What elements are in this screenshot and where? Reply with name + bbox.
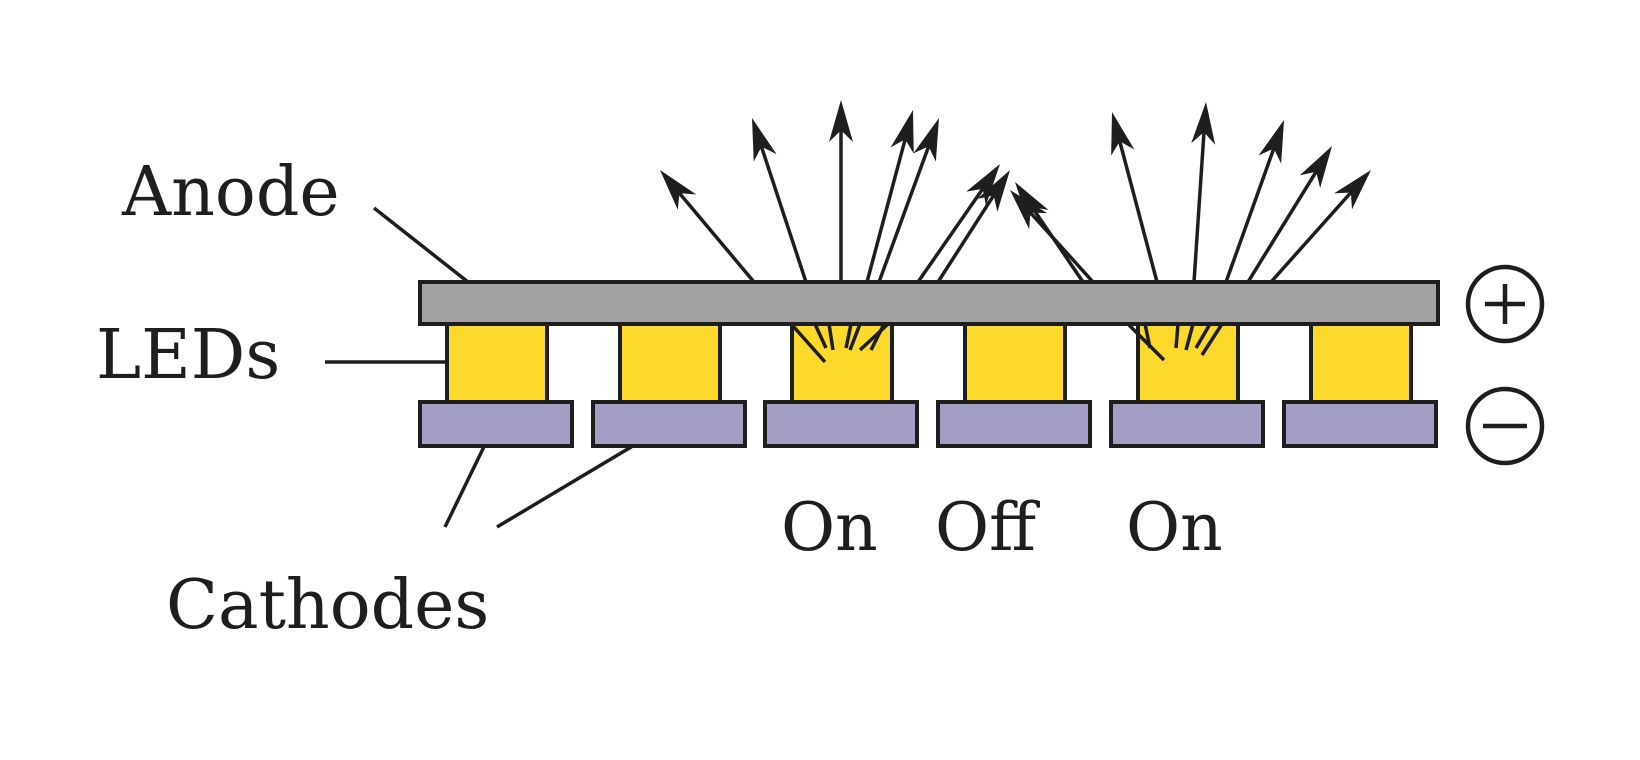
anode-layer <box>418 280 1440 326</box>
led-row <box>445 322 1413 404</box>
cathode-strip <box>1109 400 1265 448</box>
emission-stroke <box>791 324 827 364</box>
light-ray-arrow <box>865 110 914 283</box>
emission-stroke <box>844 323 853 349</box>
emission-stroke <box>1200 323 1224 356</box>
minus-terminal-icon <box>1465 386 1545 466</box>
leds-label: LEDs <box>96 316 280 395</box>
emission-stroke <box>1194 323 1212 349</box>
light-ray-arrow <box>1111 112 1159 283</box>
led-cell <box>1309 322 1413 404</box>
led-cell <box>963 322 1067 404</box>
anode-label: Anode <box>121 153 340 232</box>
light-ray-arrow <box>936 170 1010 283</box>
led-cell <box>445 322 549 404</box>
cathode-strip <box>591 400 747 448</box>
light-ray-arrow <box>660 170 756 284</box>
emission-stroke <box>1184 323 1195 351</box>
emission-stroke <box>869 323 886 351</box>
emission-stroke <box>1126 322 1166 362</box>
led-state-off: Off <box>935 489 1040 566</box>
emission-stroke <box>813 323 828 349</box>
led-internal-emission <box>791 322 1224 364</box>
light-ray-arrow <box>1246 146 1332 283</box>
light-ray-arrow <box>752 118 808 283</box>
light-ray-arrow <box>1191 102 1216 283</box>
led-cell <box>618 322 722 404</box>
cathode-strip <box>418 400 574 448</box>
light-ray-arrow <box>916 164 1000 283</box>
anode-leader-line <box>372 206 470 284</box>
led-state-on-1: On <box>781 489 878 566</box>
led-state-on-2: On <box>1126 489 1223 566</box>
emission-stroke <box>827 323 835 351</box>
cathodes-label: Cathodes <box>166 566 489 645</box>
light-ray-arrow <box>1224 120 1284 283</box>
emission-stroke <box>848 323 862 351</box>
cathode-strip <box>936 400 1092 448</box>
light-ray-arrow <box>1269 170 1371 284</box>
cathode-strip <box>1282 400 1438 448</box>
emission-stroke <box>1174 323 1180 349</box>
led-cell <box>1136 322 1240 404</box>
plus-terminal-icon <box>1465 264 1545 344</box>
emitted-light-rays <box>660 100 1371 284</box>
light-ray-arrow <box>877 118 939 283</box>
cathode-strip <box>763 400 919 448</box>
cathode-row <box>418 400 1438 448</box>
emission-stroke <box>1143 323 1152 349</box>
light-ray-arrow <box>1010 190 1095 284</box>
light-ray-arrow <box>829 100 853 282</box>
